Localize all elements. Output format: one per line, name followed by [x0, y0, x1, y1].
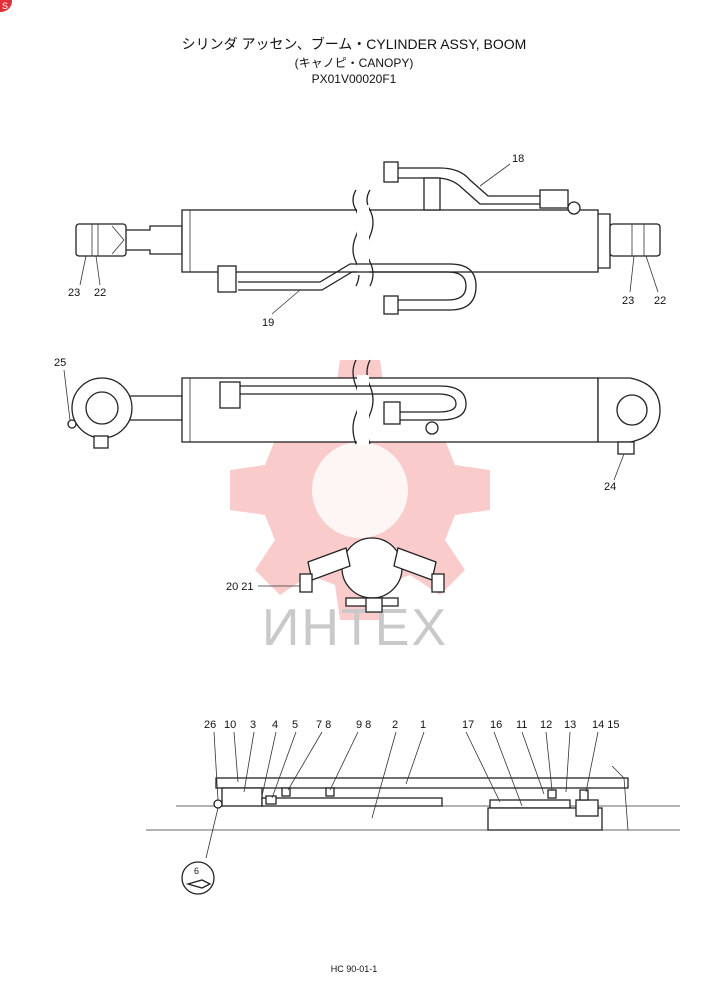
page-subtitle: (キャノピ・CANOPY): [294, 56, 414, 70]
callout-6: 6: [194, 866, 199, 876]
callout-13: 13: [564, 719, 576, 731]
callout-20-21: 20 21: [226, 581, 254, 593]
callout-5: 5: [292, 719, 298, 731]
callout-19: 19: [262, 317, 274, 329]
callout-1: 1: [420, 719, 426, 731]
callout-12: 12: [540, 719, 552, 731]
view-end: 20 21: [226, 537, 445, 613]
callout-22-right: 22: [654, 295, 666, 307]
callout-23-right: 23: [622, 295, 634, 307]
callout-2: 2: [392, 719, 398, 731]
page-footer: HC 90-01-1: [330, 964, 378, 974]
callout-11: 11: [516, 719, 527, 731]
callout-22-left: 22: [94, 287, 106, 299]
callout-24: 24: [604, 481, 616, 493]
part-code: PX01V00020F1: [311, 72, 397, 86]
page-title: シリンダ アッセン、ブーム・CYLINDER ASSY, BOOM: [181, 36, 527, 52]
callout-10: 10: [224, 719, 236, 731]
watermark-text: ИНТЕХ: [262, 599, 449, 657]
callout-16: 16: [490, 719, 502, 731]
callout-26: 26: [204, 719, 216, 731]
callout-14-15: 14 15: [592, 719, 620, 731]
callout-25: 25: [54, 357, 66, 369]
callout-23-left: 23: [68, 287, 80, 299]
callout-4: 4: [272, 719, 278, 731]
view-top: 18 23 22 19 23 22: [68, 153, 666, 329]
corner-badge-text: S: [2, 1, 9, 11]
callout-7-8: 7 8: [316, 719, 331, 731]
view-side: 25 24: [54, 357, 661, 493]
callout-3: 3: [250, 719, 256, 731]
callout-17: 17: [462, 719, 474, 731]
view-section: 26 10 3 4 5 7 8 9 8 2 1 17 16 11 12 13 1…: [146, 719, 680, 895]
callout-9-8: 9 8: [356, 719, 371, 731]
callout-18: 18: [512, 153, 524, 165]
